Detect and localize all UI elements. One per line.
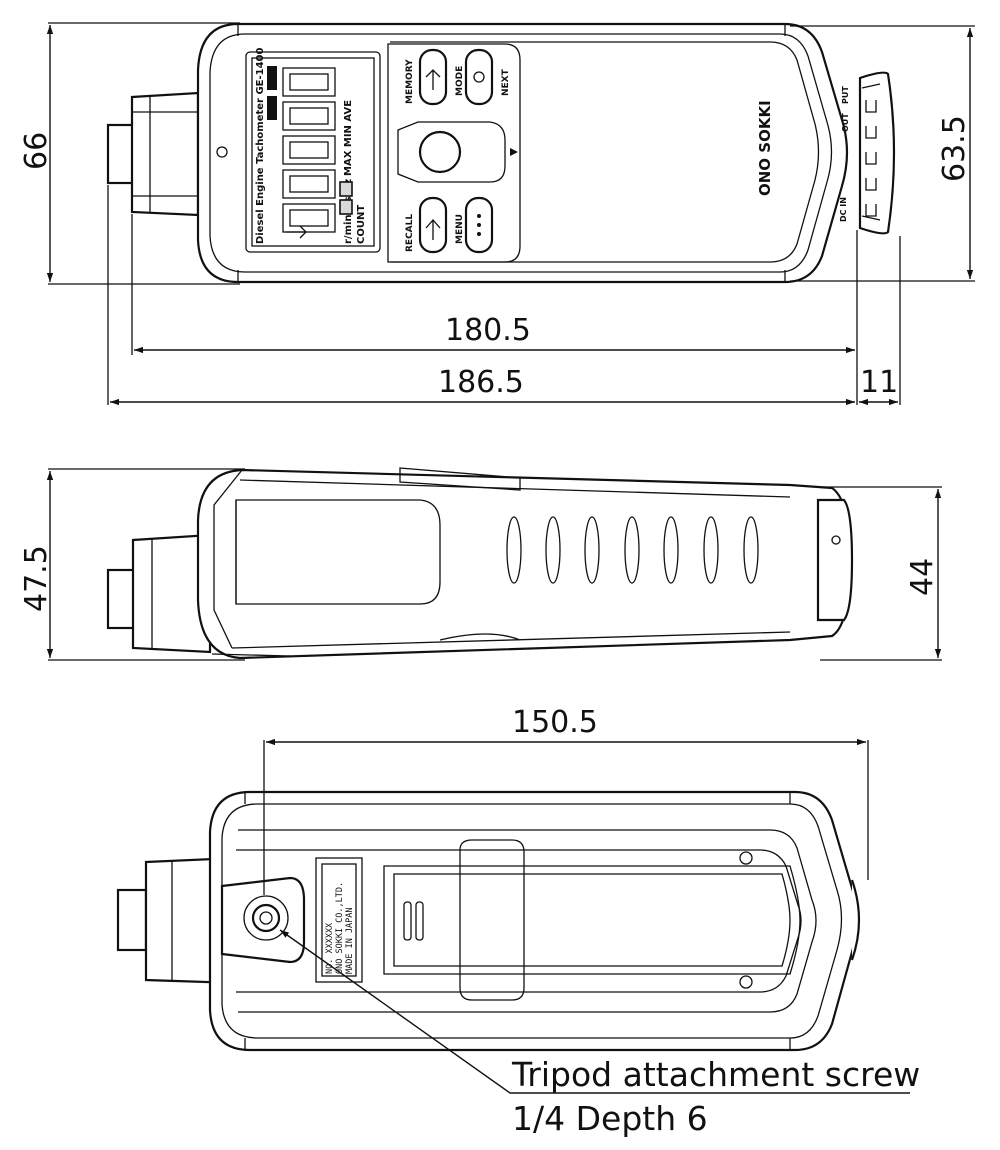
menu-label: MENU xyxy=(455,214,465,244)
battery-cover[interactable] xyxy=(383,851,801,989)
annotation-line1: Tripod attachment screw xyxy=(511,1055,920,1094)
dim-side-height: 47.5 xyxy=(19,545,54,612)
recall-label: RECALL xyxy=(405,214,415,252)
nameplate: NO. XXXXXX ONO SOKKI CO.,LTD. MADE IN JA… xyxy=(315,857,363,983)
side-sensor-head xyxy=(106,533,212,654)
tripod-mount xyxy=(220,876,306,964)
nameplate-line2: ONO SOKKI CO.,LTD. xyxy=(335,882,345,974)
dim-top-length-total: 186.5 xyxy=(438,365,524,400)
dim-top-length-body: 180.5 xyxy=(445,313,531,348)
dim-side-height-inner: 44 xyxy=(905,558,940,596)
connector-block: OUT PUT DC IN xyxy=(839,71,896,235)
mode-button[interactable]: MODE xyxy=(455,48,494,106)
dim-connector: 11 xyxy=(860,365,898,400)
power-button[interactable] xyxy=(418,130,462,174)
tripod-screw-hole xyxy=(251,903,281,933)
side-view: 47.5 44 xyxy=(19,467,942,661)
side-body-outline xyxy=(196,468,852,660)
bottom-body-outline xyxy=(208,790,859,1052)
port-dc-in-label: DC IN xyxy=(839,197,848,222)
side-extension-lines xyxy=(48,468,942,661)
recall-button[interactable]: RECALL xyxy=(405,196,448,254)
lcd-title: Diesel Engine Tachometer GE-1400 xyxy=(255,47,266,244)
port-put-label: PUT xyxy=(841,86,850,104)
memory-button[interactable]: MEMORY xyxy=(405,48,448,106)
lcd-digits xyxy=(282,67,336,233)
nameplate-line1: NO. XXXXXX xyxy=(325,922,335,974)
nameplate-line3: MADE IN JAPAN xyxy=(345,907,355,974)
body-outline xyxy=(196,22,849,284)
tripod-leader-line xyxy=(279,929,910,1094)
lcd-counter: COUNT xyxy=(356,205,367,244)
brand-logo: ONO SOKKI xyxy=(756,100,774,196)
bottom-extension-lines xyxy=(263,740,869,895)
dim-top-height-inner: 63.5 xyxy=(937,115,972,182)
top-extension-lines xyxy=(48,22,975,405)
lcd-modes: MAX MIN AVE xyxy=(343,100,354,176)
keypad: MEMORY MODE NEXT RECALL MENU xyxy=(387,43,521,263)
belt-clip[interactable] xyxy=(459,839,525,1001)
memory-label: MEMORY xyxy=(405,59,415,104)
annotation-line2: 1/4 Depth 6 xyxy=(512,1099,708,1138)
bottom-view: NO. XXXXXX ONO SOKKI CO.,LTD. MADE IN JA… xyxy=(116,705,920,1138)
mode-label: MODE xyxy=(455,66,465,96)
port-out-label: OUT xyxy=(841,113,850,132)
next-label: NEXT xyxy=(501,68,511,96)
menu-button[interactable]: MENU xyxy=(455,196,494,254)
side-vent-slots xyxy=(506,516,759,584)
dim-top-height: 66 xyxy=(19,132,54,170)
sensor-head xyxy=(106,91,200,217)
top-view: Diesel Engine Tachometer GE-1400 MAX MIN… xyxy=(19,22,975,406)
lcd-panel: Diesel Engine Tachometer GE-1400 MAX MIN… xyxy=(245,47,381,253)
dim-bottom-length: 150.5 xyxy=(512,705,598,740)
